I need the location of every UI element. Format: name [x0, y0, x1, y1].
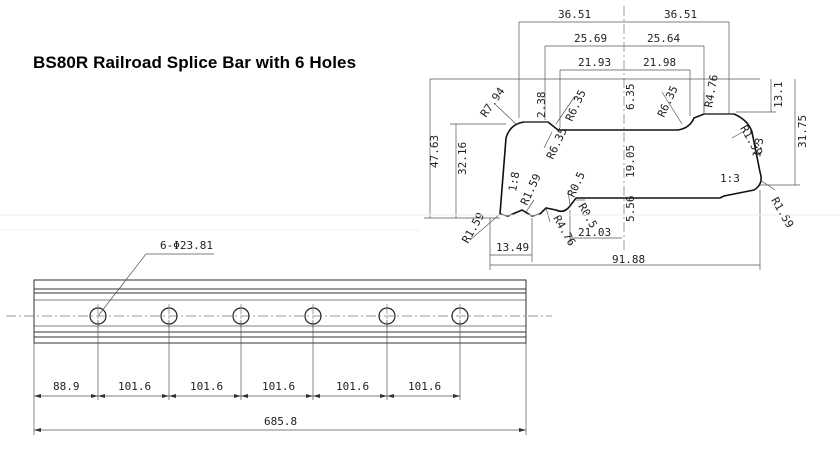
dim-small-238: 2.38	[535, 92, 548, 119]
slope-label-left: 1:8	[506, 171, 522, 193]
dim-top-right-inner: 21.98	[643, 56, 676, 69]
dim-left-overall: 47.63	[428, 135, 441, 168]
hole-callout-leader	[97, 253, 147, 317]
dim-right-small: 13.1	[772, 82, 785, 109]
dim-top-right-outer: 36.51	[664, 8, 697, 21]
spacing-5: 101.6	[336, 380, 369, 393]
radius-r159-c: R1.59	[459, 210, 487, 245]
plan-view: 6-Φ23.81 88.9 101.6 101.6 101.6	[0, 214, 840, 435]
dim-left-inner: 32.16	[456, 142, 469, 175]
radius-r635-c: R6.35	[655, 84, 681, 120]
dim-center-top: 6.35	[624, 84, 637, 111]
radius-r159-a: R1.59	[518, 172, 544, 208]
bottom-dim-lines	[489, 190, 761, 270]
dim-top-left-outer: 36.51	[558, 8, 591, 21]
radius-r476-bottom: R4.76	[550, 213, 578, 248]
hole-callout-label: 6-Φ23.81	[160, 239, 213, 252]
dim-center-bottom: 5.56	[624, 196, 637, 223]
spacing-4: 101.6	[262, 380, 295, 393]
dim-top-right-mid: 25.64	[647, 32, 680, 45]
dim-bottom-mid: 21.03	[578, 226, 611, 239]
spacing-2: 101.6	[118, 380, 151, 393]
radius-leaders	[469, 91, 776, 241]
dim-bottom-overall: 91.88	[612, 253, 645, 266]
spacing-arrows	[34, 394, 526, 432]
profile-view: 36.51 36.51 25.69 25.64 21.93 21.98 47.6…	[424, 6, 809, 270]
spacing-6: 101.6	[408, 380, 441, 393]
left-dim-lines	[424, 79, 506, 219]
dim-top-left-inner: 21.93	[578, 56, 611, 69]
bar-outline	[33, 279, 527, 344]
radius-r794: R7.94	[478, 85, 508, 120]
radius-r476-top: R4.76	[702, 74, 721, 109]
overall-length: 685.8	[264, 415, 297, 428]
right-dim-lines	[736, 79, 800, 186]
slope-label-lower: 1:3	[720, 172, 740, 185]
radius-r635-b: R6.35	[544, 126, 570, 162]
dim-center-mid: 19.05	[624, 145, 637, 178]
radius-r635-a: R6.35	[563, 88, 589, 124]
spacing-1: 88.9	[53, 380, 80, 393]
spacing-3: 101.6	[190, 380, 223, 393]
dim-right-overall: 31.75	[796, 115, 809, 148]
dim-top-left-mid: 25.69	[574, 32, 607, 45]
dim-bottom-left: 13.49	[496, 241, 529, 254]
slope-label-right: 1:3	[750, 137, 766, 159]
drawing-title: BS80R Railroad Splice Bar with 6 Holes	[33, 53, 357, 72]
radius-r05-a: R0.5	[565, 170, 588, 200]
radius-r159-right: R1.59	[768, 195, 796, 230]
